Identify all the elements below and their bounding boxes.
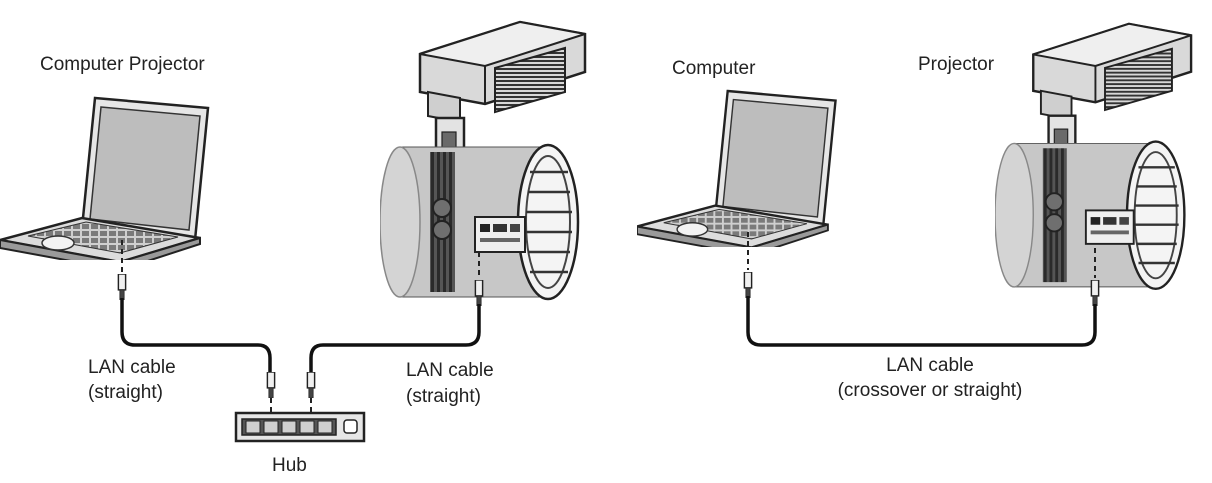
hub-label: Hub	[272, 455, 307, 476]
lan-cable-type-left: (straight)	[88, 382, 163, 403]
projector-label: Projector	[918, 54, 995, 75]
projector-icon	[380, 20, 587, 301]
lan-cable-label-middle: LAN cable	[406, 360, 494, 381]
left-setup	[0, 20, 587, 443]
lan-cable	[746, 296, 1097, 347]
lan-plug-icon	[117, 274, 127, 300]
lan-cable-type-middle: (straight)	[406, 386, 481, 407]
lan-plug-icon	[743, 272, 753, 298]
hub-icon	[234, 411, 366, 443]
laptop-icon	[0, 96, 210, 260]
computer-projector-label: Computer Projector	[40, 54, 205, 75]
lan-cable	[309, 304, 481, 372]
lan-cable-type-right: (crossover or straight)	[837, 380, 1023, 401]
lan-plug-icon	[306, 372, 316, 398]
lan-cable-label-left: LAN cable	[88, 357, 176, 378]
lan-plug-icon	[1090, 280, 1100, 306]
lan-cable-label-right: LAN cable	[886, 355, 974, 376]
lan-plug-icon	[266, 372, 276, 398]
projector-icon	[995, 22, 1193, 291]
right-setup	[637, 22, 1193, 347]
laptop-icon	[637, 89, 837, 247]
lan-cable	[120, 298, 272, 372]
lan-plug-icon	[474, 280, 484, 306]
computer-label: Computer	[672, 58, 756, 79]
